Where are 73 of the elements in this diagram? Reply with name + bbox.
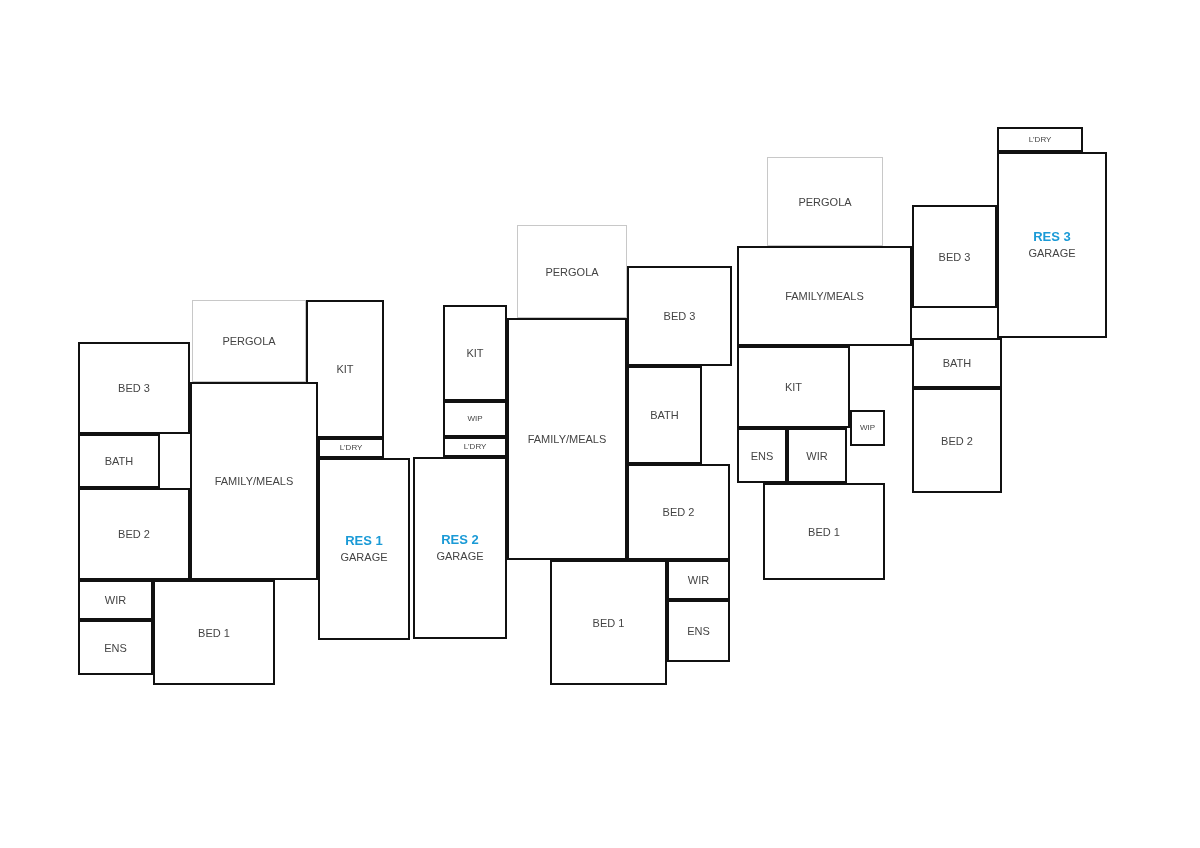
room-outline (997, 127, 1083, 152)
room-outline (190, 382, 318, 580)
room-label: WIR (806, 448, 828, 464)
room-label: BED 1 (808, 524, 840, 540)
room-label: FAMILY/MEALS (785, 289, 864, 304)
room-outline (78, 580, 153, 620)
room-outline (737, 428, 787, 483)
room-label: BED 3 (663, 309, 696, 324)
room-label: KIT (784, 380, 803, 395)
room-outline (78, 620, 153, 675)
room-label: PERGOLA (545, 264, 599, 280)
room-outline (912, 388, 1002, 493)
room-label: PERGOLA (798, 194, 852, 210)
room-label: BED 2 (118, 527, 150, 542)
room-outline (667, 560, 730, 600)
room-outline (78, 342, 190, 434)
room-outline (318, 438, 384, 458)
room-outline (443, 401, 507, 437)
pergola-outline (767, 157, 883, 246)
room-label: BATH (650, 408, 679, 423)
room-label: BED 2 (941, 433, 973, 449)
room-label: GARAGE (1028, 246, 1076, 261)
garage-outline (997, 152, 1107, 338)
room-outline (153, 580, 275, 685)
room-outline (737, 246, 912, 346)
room-label: FAMILY/MEALS (214, 474, 294, 489)
room-label: ENS (750, 448, 774, 464)
room-label: ENS (104, 640, 127, 656)
room-outline (850, 410, 885, 446)
room-outline (667, 600, 730, 662)
room-label: FAMILY/MEALS (527, 432, 607, 447)
room-label: L'DRY (1028, 133, 1052, 146)
room-outline (763, 483, 885, 580)
room-label: BED 1 (592, 615, 625, 631)
room-outline (787, 428, 847, 483)
residence-label: RES 1 (345, 533, 383, 549)
room-outline (443, 437, 507, 457)
room-label: GARAGE (340, 550, 388, 565)
garage-outline (413, 457, 507, 639)
room-label: WIP (467, 413, 483, 425)
garage-outline (318, 458, 410, 640)
room-label: BATH (104, 454, 134, 469)
room-label: BED 3 (118, 381, 150, 396)
room-outline (78, 434, 160, 488)
room-outline (912, 205, 997, 308)
room-outline (443, 305, 507, 401)
room-label: BED 2 (662, 505, 695, 520)
residence-label: RES 3 (1033, 229, 1071, 245)
room-label: L'DRY (339, 442, 363, 454)
pergola-outline (517, 225, 627, 318)
room-outline (550, 560, 667, 685)
room-label: BATH (942, 356, 972, 371)
room-label: KIT (466, 346, 484, 361)
room-label: L'DRY (463, 441, 487, 453)
room-outline (627, 366, 702, 464)
room-label: WIP (859, 422, 876, 434)
room-outline (507, 318, 627, 560)
room-label: BED 1 (198, 625, 230, 641)
pergola-outline (192, 300, 306, 382)
room-label: GARAGE (436, 549, 484, 564)
room-outline (306, 300, 384, 438)
room-outline (912, 338, 1002, 388)
room-outline (78, 488, 190, 580)
room-outline (627, 266, 732, 366)
room-label: WIR (104, 593, 127, 608)
room-outline (627, 464, 730, 560)
room-label: BED 3 (938, 249, 971, 265)
room-label: ENS (687, 624, 710, 639)
residence-label: RES 2 (441, 532, 479, 548)
room-outline (737, 346, 850, 428)
room-label: KIT (336, 362, 354, 377)
room-label: PERGOLA (222, 334, 276, 349)
room-label: WIR (687, 573, 710, 588)
